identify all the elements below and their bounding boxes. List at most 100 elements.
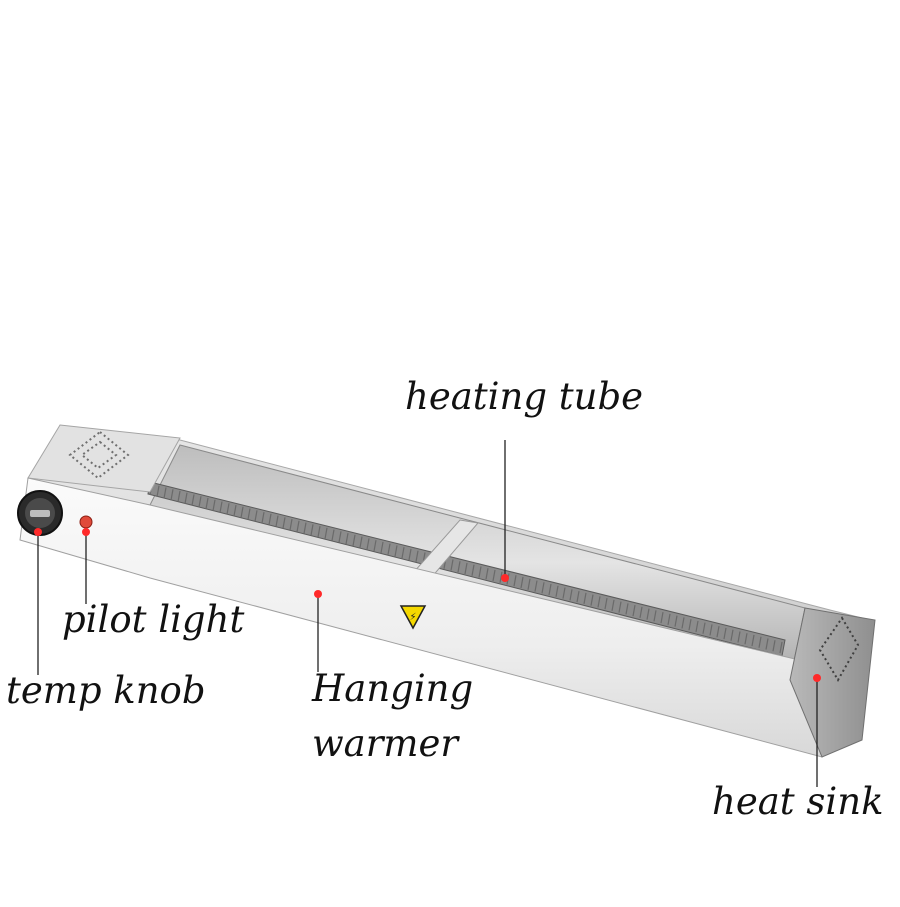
tube-rib bbox=[723, 627, 727, 640]
tube-rib bbox=[219, 501, 223, 513]
tube-rib bbox=[716, 626, 720, 638]
marker-temp-knob bbox=[34, 528, 42, 536]
tube-rib bbox=[653, 610, 657, 622]
tube-rib bbox=[177, 490, 181, 503]
tube-rib bbox=[450, 559, 454, 571]
tube-rib bbox=[408, 548, 412, 561]
tube-rib bbox=[254, 510, 258, 522]
tube-rib bbox=[289, 519, 293, 531]
tube-rib bbox=[191, 494, 195, 506]
tube-rib bbox=[387, 543, 391, 555]
tube-rib bbox=[296, 520, 300, 532]
label-heat-sink: heat sink bbox=[712, 780, 884, 823]
tube-rib bbox=[261, 511, 265, 524]
tube-rib bbox=[156, 485, 160, 497]
marker-heat-sink bbox=[813, 674, 821, 682]
tube-rib bbox=[660, 612, 664, 624]
tube-rib bbox=[695, 620, 699, 633]
marker-dots bbox=[34, 528, 821, 682]
tube-rib bbox=[576, 590, 580, 603]
vent-perforation-icon bbox=[818, 616, 860, 682]
tube-rib bbox=[751, 634, 755, 647]
tube-rib bbox=[618, 601, 622, 613]
tube-rib bbox=[611, 599, 615, 611]
tube-rib bbox=[548, 583, 552, 596]
tube-rib bbox=[373, 540, 377, 552]
tube-rib bbox=[345, 533, 349, 545]
tube-rib bbox=[562, 587, 566, 599]
tube-rib bbox=[555, 585, 559, 597]
tube-rib bbox=[275, 515, 279, 527]
tube-rib bbox=[394, 545, 398, 557]
label-pilot-light: pilot light bbox=[62, 598, 245, 641]
tube-rib bbox=[527, 578, 531, 590]
tube-rib bbox=[485, 568, 489, 580]
tube-rib bbox=[632, 605, 636, 617]
tube-rib bbox=[492, 569, 496, 582]
tube-rib bbox=[331, 529, 335, 541]
label-hanging-warmer-line1: Hanging bbox=[312, 667, 474, 710]
tube-rib bbox=[303, 522, 307, 534]
tube-rib bbox=[674, 615, 678, 627]
tube-rib bbox=[247, 508, 251, 520]
tube-rib bbox=[590, 594, 594, 606]
tube-rib bbox=[758, 636, 762, 648]
vent-perforation-icon bbox=[68, 430, 130, 480]
tube-rib bbox=[352, 534, 356, 547]
tube-rib bbox=[464, 562, 468, 575]
leader-lines bbox=[37, 440, 818, 787]
tube-rib bbox=[688, 619, 692, 631]
tube-rib bbox=[779, 641, 783, 654]
tube-rib bbox=[310, 524, 314, 536]
warning-triangle-icon: ⚡ bbox=[399, 605, 427, 630]
tube-rib bbox=[541, 582, 545, 594]
tube-rib bbox=[338, 531, 342, 543]
tube-rib bbox=[282, 517, 286, 529]
tube-rib bbox=[226, 503, 230, 515]
svg-text:⚡: ⚡ bbox=[409, 612, 416, 623]
tube-rib bbox=[317, 526, 321, 538]
tube-rib bbox=[366, 538, 370, 550]
tube-rib bbox=[667, 613, 671, 626]
tube-rib bbox=[520, 576, 524, 589]
tube-rib bbox=[513, 575, 517, 587]
tube-rib bbox=[380, 541, 384, 554]
label-heating-tube: heating tube bbox=[405, 375, 644, 418]
tube-rib bbox=[765, 638, 769, 650]
tube-rib bbox=[198, 496, 202, 508]
tube-rib bbox=[772, 640, 776, 652]
tube-rib bbox=[744, 633, 748, 645]
tube-rib bbox=[604, 598, 608, 610]
marker-pilot-light bbox=[82, 528, 90, 536]
tube-rib bbox=[709, 624, 713, 636]
tube-rib bbox=[737, 631, 741, 643]
tube-rib bbox=[170, 489, 174, 501]
tube-rib bbox=[240, 506, 244, 518]
tube-rib bbox=[205, 497, 209, 510]
tube-rib bbox=[184, 492, 188, 504]
tube-rib bbox=[478, 566, 482, 578]
tube-rib bbox=[534, 580, 538, 592]
control-box-top bbox=[27, 424, 181, 493]
tube-rib bbox=[639, 606, 643, 618]
tube-rib bbox=[233, 504, 237, 517]
tube-rib bbox=[401, 547, 405, 559]
tube-rib bbox=[569, 589, 573, 601]
pilot-light-icon bbox=[79, 515, 93, 529]
tube-rib bbox=[499, 571, 503, 583]
tube-rib bbox=[415, 550, 419, 562]
tube-rib bbox=[268, 513, 272, 525]
tube-rib bbox=[625, 603, 629, 615]
tube-rib bbox=[457, 561, 461, 573]
marker-hanging-warmer bbox=[314, 590, 322, 598]
tube-rib bbox=[681, 617, 685, 629]
marker-heating-tube bbox=[501, 574, 509, 582]
tube-rib bbox=[583, 592, 587, 604]
tube-rib bbox=[471, 564, 475, 576]
tube-rib bbox=[702, 622, 706, 634]
heat-sink-end-cap bbox=[789, 607, 876, 758]
label-hanging-warmer-line2: warmer bbox=[312, 722, 459, 765]
tube-rib bbox=[212, 499, 216, 511]
